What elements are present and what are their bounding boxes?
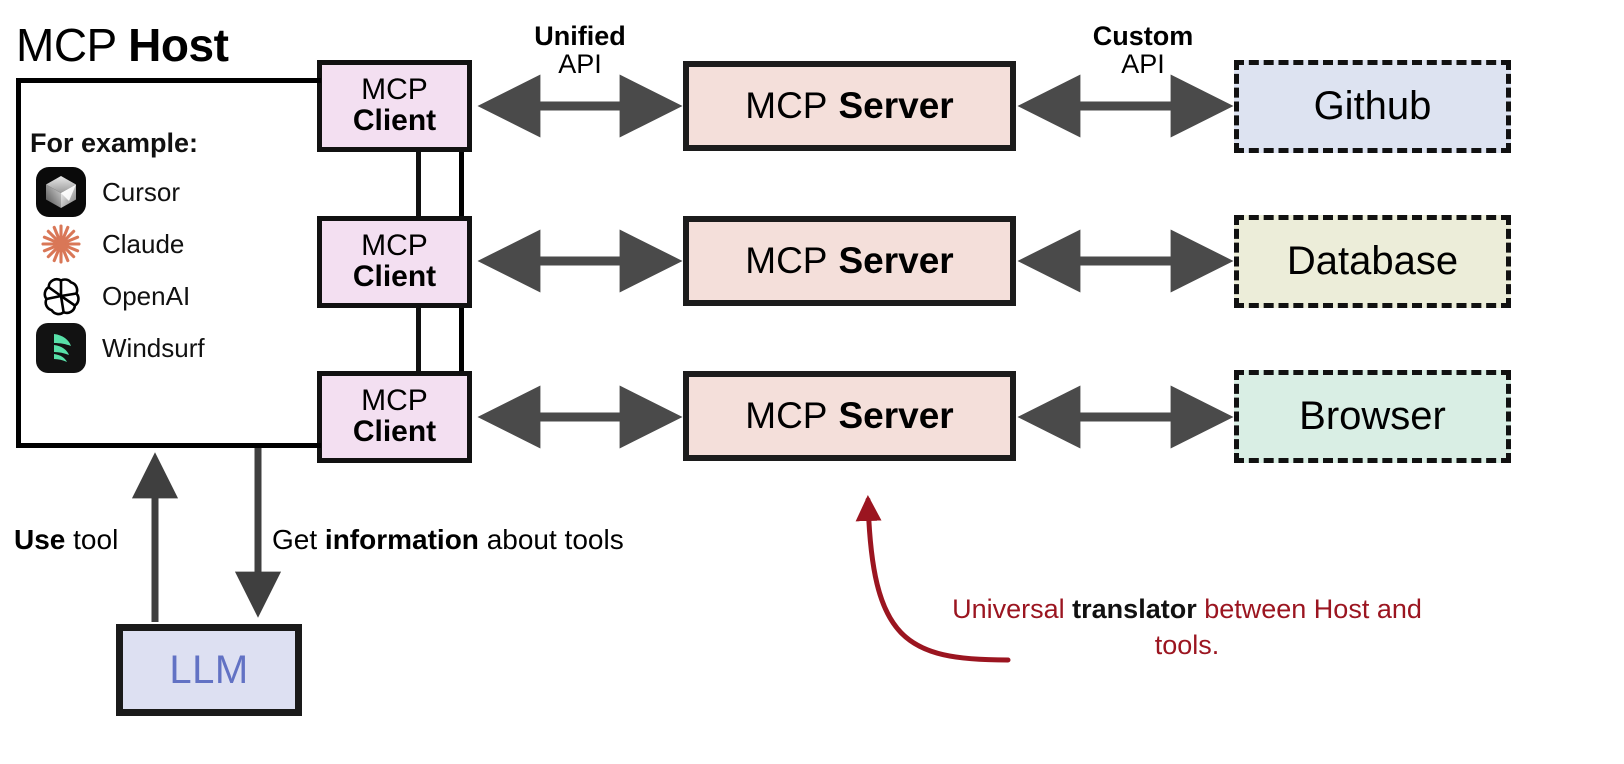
list-item-windsurf: Windsurf [36, 322, 205, 374]
server-line1: MCP [745, 240, 828, 281]
for-example-label: For example: [30, 128, 199, 158]
custom-api-top: Custom [1092, 21, 1194, 51]
tool-box-github[interactable]: Github [1234, 60, 1511, 153]
server-line2: Server [838, 395, 954, 436]
tool-label: Database [1286, 239, 1459, 283]
cursor-icon [36, 167, 86, 217]
list-item-label: Cursor [102, 176, 181, 207]
custom-api-bottom: API [1121, 49, 1165, 80]
annotation-pre: Universal [952, 594, 1073, 624]
client-connector-1-2 [416, 152, 421, 216]
annotation-post: between Host and tools. [1154, 594, 1422, 660]
use-tool-caption: Use tool [14, 524, 118, 556]
client-line2: Client [352, 104, 437, 137]
list-item-cursor: Cursor [36, 166, 205, 218]
client-connector-2-3 [416, 308, 421, 371]
unified-api-caption: Unified API [500, 22, 660, 79]
get-information-caption: Get information about tools [272, 524, 624, 556]
list-item-openai: OpenAI [36, 270, 205, 322]
use-tool-rest: tool [65, 524, 119, 555]
client-line1: MCP [361, 384, 428, 418]
llm-box[interactable]: LLM [116, 624, 302, 716]
windsurf-icon [36, 323, 86, 373]
mcp-server-box-1[interactable]: MCP Server [683, 61, 1016, 151]
host-top-edge-stub [16, 78, 321, 83]
client-line2: Client [352, 260, 437, 293]
unified-api-top: Unified [534, 21, 626, 51]
mcp-server-box-3[interactable]: MCP Server [683, 371, 1016, 461]
client-line1: MCP [361, 229, 428, 263]
client-line2: Client [352, 415, 437, 448]
openai-icon [36, 271, 86, 321]
server-line2: Server [838, 240, 954, 281]
list-item-label: Windsurf [102, 332, 205, 363]
tool-label: Github [1313, 84, 1432, 128]
claude-icon [36, 219, 86, 269]
tool-box-database[interactable]: Database [1234, 215, 1511, 308]
list-item-label: OpenAI [102, 280, 191, 311]
annotation-bold: translator [1072, 594, 1197, 624]
list-item-claude: Claude [36, 218, 205, 270]
use-tool-bold: Use [14, 524, 66, 555]
tool-label: Browser [1299, 394, 1446, 438]
host-bottom-edge-stub [16, 443, 321, 448]
custom-api-caption: Custom API [1063, 22, 1223, 79]
llm-label: LLM [169, 647, 249, 692]
server-line2: Server [838, 85, 954, 126]
server-line1: MCP [745, 85, 828, 126]
host-examples-list: Cursor [36, 166, 205, 374]
unified-api-bottom: API [558, 49, 602, 80]
get-info-pre: Get [272, 524, 325, 555]
host-title-light: MCP [16, 19, 129, 71]
mcp-client-box-1[interactable]: MCP Client [317, 60, 472, 152]
mcp-server-box-2[interactable]: MCP Server [683, 216, 1016, 306]
host-title-bold: Host [128, 19, 229, 71]
mcp-client-box-2[interactable]: MCP Client [317, 216, 472, 308]
translator-annotation: Universal translator between Host and to… [952, 592, 1422, 664]
page-title: MCP Host [16, 18, 229, 72]
tool-box-browser[interactable]: Browser [1234, 370, 1511, 463]
client-line1: MCP [361, 73, 428, 107]
list-item-label: Claude [102, 228, 185, 259]
mcp-client-box-3[interactable]: MCP Client [317, 371, 472, 463]
get-info-post: about tools [478, 524, 624, 555]
get-info-bold: information [324, 524, 479, 555]
server-line1: MCP [745, 395, 828, 436]
